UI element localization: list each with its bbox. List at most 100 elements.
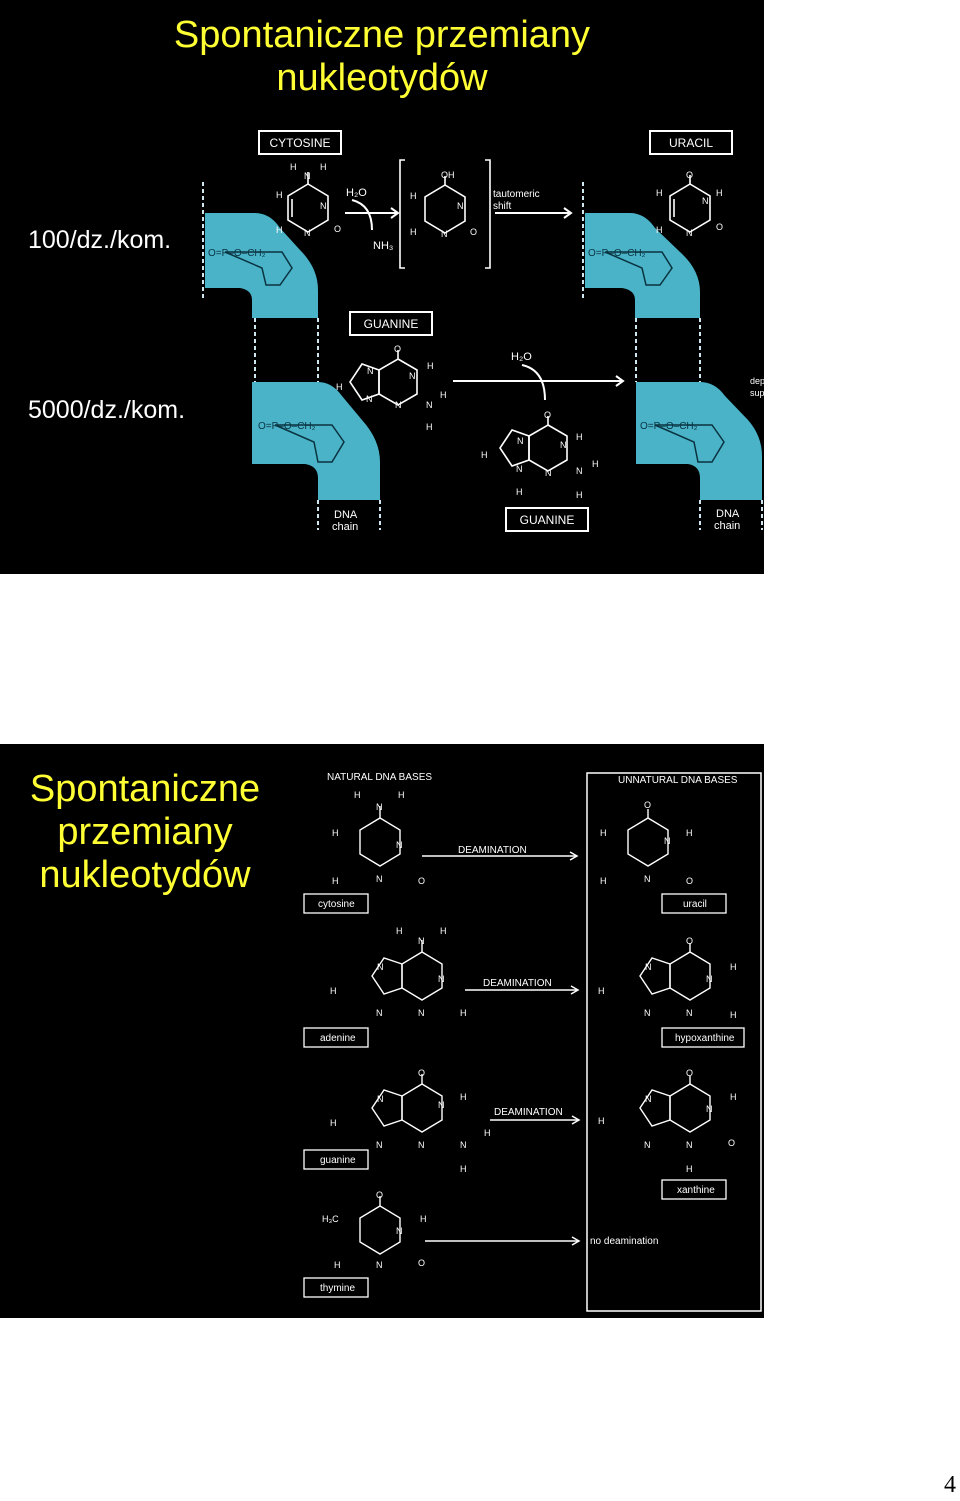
svg-text:H: H xyxy=(398,790,405,800)
adenine-structure xyxy=(401,951,443,1001)
hypoxanthine-name: hypoxanthine xyxy=(675,1033,735,1044)
deamination-label-3: DEAMINATION xyxy=(494,1107,563,1118)
deamination-diagram: O=P–O–CH₂ O=P–O–CH₂ O=P–O–CH₂ O=P–O–CH₂ … xyxy=(202,130,764,533)
ammonia-label: NH₃ xyxy=(373,240,393,252)
svg-text:H: H xyxy=(336,382,343,392)
svg-text:N: N xyxy=(304,171,311,181)
slide1-title: Spontaniczne przemiany nukleotydów xyxy=(0,14,764,100)
dna-chain-right-label-2: chain xyxy=(714,520,740,532)
cytosine-box xyxy=(258,130,342,155)
guanine-ring-bottom xyxy=(499,416,568,472)
deamination-label-1: DEAMINATION xyxy=(458,845,527,856)
guanine-name: guanine xyxy=(320,1155,356,1166)
guanine-box-bottom-label: GUANINE xyxy=(520,513,575,527)
svg-text:H: H xyxy=(516,487,523,497)
deamination-label-2: DEAMINATION xyxy=(483,978,552,989)
no-deamination-label: no deamination xyxy=(590,1236,658,1247)
svg-text:O=P–O–CH₂: O=P–O–CH₂ xyxy=(208,248,266,259)
svg-text:H: H xyxy=(576,432,583,442)
phosphate-labels: O=P–O–CH₂ O=P–O–CH₂ O=P–O–CH₂ O=P–O–CH₂ xyxy=(208,248,698,432)
svg-text:N: N xyxy=(702,196,709,206)
svg-text:N: N xyxy=(706,974,713,984)
svg-text:N: N xyxy=(560,440,567,450)
svg-text:H: H xyxy=(427,361,434,371)
uracil-ring xyxy=(669,175,711,233)
svg-text:H: H xyxy=(481,450,488,460)
uracil-name-box xyxy=(661,893,727,914)
svg-text:H₃C: H₃C xyxy=(322,1214,339,1224)
svg-text:O: O xyxy=(686,170,693,180)
guanine-box-top xyxy=(349,311,433,336)
svg-text:H: H xyxy=(576,490,583,500)
svg-text:H: H xyxy=(592,459,599,469)
svg-text:O: O xyxy=(418,1068,425,1078)
xanthine-name: xanthine xyxy=(677,1185,715,1196)
water-label-2: H₂O xyxy=(511,351,532,363)
svg-text:N: N xyxy=(460,1140,467,1150)
svg-text:O: O xyxy=(334,224,341,234)
cytosine-name: cytosine xyxy=(318,899,355,910)
svg-text:N: N xyxy=(664,836,671,846)
svg-text:H: H xyxy=(460,1092,467,1102)
svg-text:N: N xyxy=(545,468,552,478)
svg-text:N: N xyxy=(366,394,373,404)
svg-text:N: N xyxy=(377,962,384,972)
svg-text:O: O xyxy=(418,1258,425,1268)
adenine-name: adenine xyxy=(320,1033,356,1044)
svg-text:H: H xyxy=(440,926,447,936)
svg-text:N: N xyxy=(304,228,311,238)
cytosine-box-label: CYTOSINE xyxy=(269,136,330,150)
svg-text:N: N xyxy=(376,1008,383,1018)
svg-text:H: H xyxy=(730,962,737,972)
dna-chain-left-label-2: chain xyxy=(332,521,358,533)
water-label-1: H₂O xyxy=(346,187,367,199)
svg-text:N: N xyxy=(418,1008,425,1018)
unnatural-bases-frame xyxy=(586,772,762,1312)
svg-text:O: O xyxy=(686,936,693,946)
uracil-box-label: URACIL xyxy=(669,136,713,150)
svg-text:N: N xyxy=(516,464,523,474)
svg-text:O: O xyxy=(716,222,723,232)
svg-text:N: N xyxy=(426,400,433,410)
svg-text:H: H xyxy=(330,986,337,996)
svg-text:O: O xyxy=(470,227,477,237)
svg-text:N: N xyxy=(320,201,327,211)
slide1-title-line2: nukleotydów xyxy=(276,56,488,99)
svg-text:H: H xyxy=(330,1118,337,1128)
svg-text:N: N xyxy=(418,1140,425,1150)
guanine-name-box xyxy=(303,1149,369,1170)
svg-text:H: H xyxy=(730,1092,737,1102)
svg-text:N: N xyxy=(517,436,524,446)
svg-text:O: O xyxy=(418,876,425,886)
dna-backbone-bottom-left xyxy=(252,382,380,500)
dna-chain-right-label-1: DNA xyxy=(716,508,740,520)
svg-text:O: O xyxy=(686,876,693,886)
guanine-ring-top xyxy=(349,350,418,406)
guanine-box-bottom xyxy=(505,507,589,532)
deamination-table-diagram: NATURAL DNA BASES UNNATURAL DNA BASES xyxy=(303,772,762,1312)
svg-text:O=P–O–CH₂: O=P–O–CH₂ xyxy=(640,421,698,432)
enol-intermediate-ring xyxy=(399,159,491,269)
slide-top: Spontaniczne przemiany nukleotydów 100/d… xyxy=(0,0,764,574)
svg-text:N: N xyxy=(418,936,425,946)
svg-text:N: N xyxy=(686,1008,693,1018)
svg-text:H: H xyxy=(354,790,361,800)
slide-bottom: Spontaniczne przemiany nukleotydów NATUR… xyxy=(0,744,764,1318)
svg-text:H: H xyxy=(332,828,339,838)
svg-text:O: O xyxy=(686,1068,693,1078)
svg-text:N: N xyxy=(644,1140,651,1150)
uracil-structure xyxy=(627,817,669,867)
svg-text:H: H xyxy=(460,1164,467,1174)
svg-text:N: N xyxy=(396,1226,403,1236)
svg-text:N: N xyxy=(457,201,464,211)
uracil-box xyxy=(649,130,733,155)
unnatural-structures xyxy=(627,809,711,1133)
cytosine-structure xyxy=(359,817,401,867)
svg-text:N: N xyxy=(377,1094,384,1104)
svg-text:N: N xyxy=(376,1140,383,1150)
svg-text:N: N xyxy=(644,874,651,884)
svg-text:H: H xyxy=(598,986,605,996)
svg-text:H: H xyxy=(276,225,283,235)
svg-text:H: H xyxy=(600,876,607,886)
